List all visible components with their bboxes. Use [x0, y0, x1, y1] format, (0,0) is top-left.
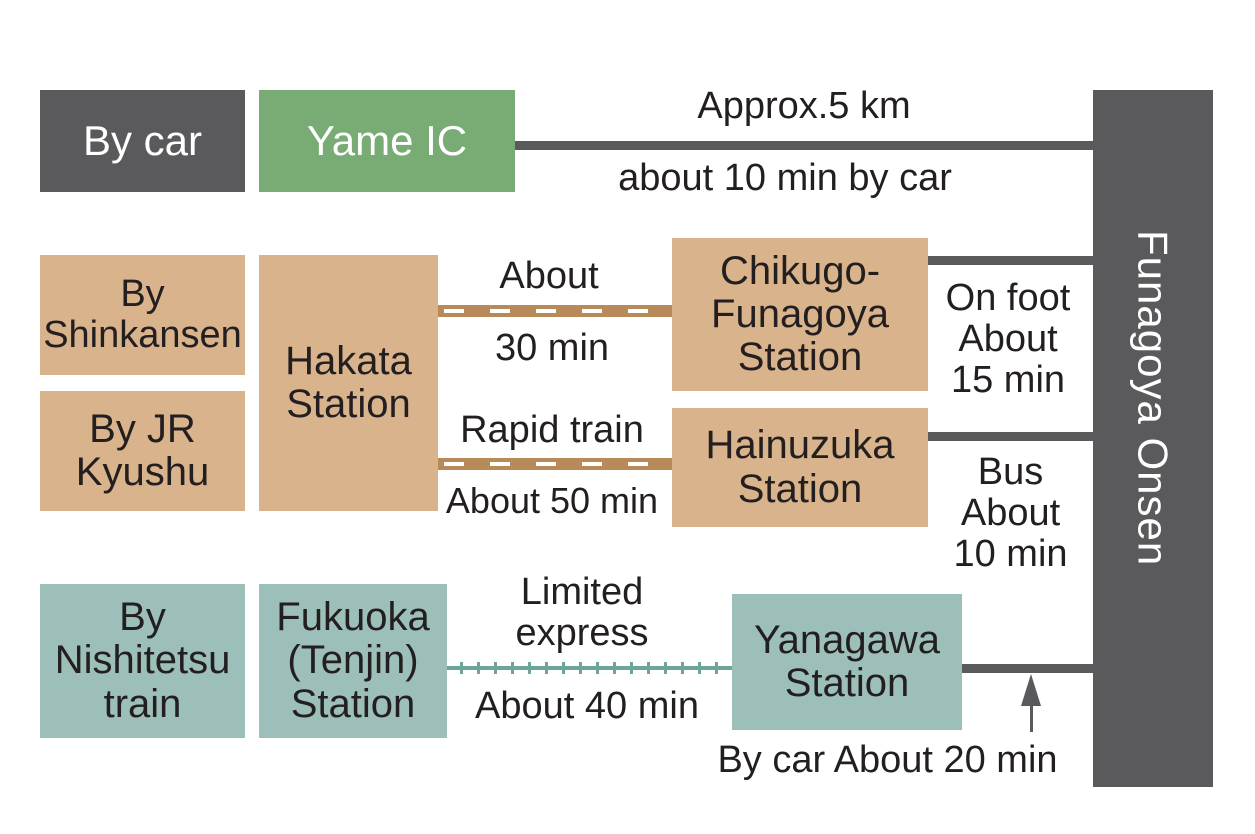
car-time-label: about 10 min by car [618, 157, 952, 199]
bus-time-label: Bus About 10 min [953, 451, 1068, 576]
yanagawa-car-line [962, 664, 1093, 673]
yanagawa-car-time: By car About 20 min [717, 739, 1058, 781]
destination-label: Funagoya Onsen [1129, 230, 1177, 567]
yanagawa-station-label: Yanagawa Station [753, 617, 941, 705]
mode-by-jr-kyushu-label: By JR Kyushu [75, 406, 210, 494]
jr-line-hainuzuka [438, 458, 672, 470]
yanagawa-station-box: Yanagawa Station [732, 594, 962, 730]
car-distance-label: Approx.5 km [697, 85, 911, 127]
chikugo-funagoya-station-box: Chikugo- Funagoya Station [672, 238, 928, 391]
mode-by-shinkansen-label: By Shinkansen [43, 272, 242, 356]
mode-by-nishitetsu: By Nishitetsu train [40, 584, 245, 738]
mode-by-car: By car [40, 90, 245, 192]
bus-line [928, 432, 1093, 441]
jr-line-chikugo [438, 305, 672, 317]
mode-by-shinkansen: By Shinkansen [40, 255, 245, 375]
walk-line [928, 256, 1093, 265]
chikugo-funagoya-station-label: Chikugo- Funagoya Station [711, 248, 889, 380]
fukuoka-tenjin-station-label: Fukuoka (Tenjin) Station [276, 595, 430, 726]
jr-leg1-below: 30 min [494, 327, 610, 369]
hainuzuka-station-box: Hainuzuka Station [672, 408, 928, 527]
destination-box: Funagoya Onsen [1093, 90, 1213, 787]
yame-ic-box: Yame IC [259, 90, 515, 192]
yame-ic-label: Yame IC [306, 117, 468, 165]
jr-leg2-below: About 50 min [445, 480, 659, 521]
mode-by-car-label: By car [82, 117, 203, 165]
hakata-station-label: Hakata Station [285, 338, 412, 426]
nishitetsu-line-ticks [460, 662, 732, 674]
hainuzuka-station-label: Hainuzuka Station [705, 423, 895, 511]
hakata-station-box: Hakata Station [259, 255, 438, 511]
up-arrow-shaft [1030, 704, 1033, 732]
mode-by-jr-kyushu: By JR Kyushu [40, 391, 245, 511]
jr-leg2-above: Rapid train [460, 409, 644, 451]
car-route-line [515, 141, 1093, 150]
nishitetsu-below: About 40 min [475, 685, 699, 727]
up-arrow-icon [1021, 674, 1041, 706]
mode-by-nishitetsu-label: By Nishitetsu train [54, 595, 231, 726]
nishitetsu-above: Limited express [515, 571, 649, 655]
walk-time-label: On foot About 15 min [945, 277, 1071, 402]
fukuoka-tenjin-station-box: Fukuoka (Tenjin) Station [259, 584, 447, 738]
jr-leg1-above: About [499, 255, 599, 297]
